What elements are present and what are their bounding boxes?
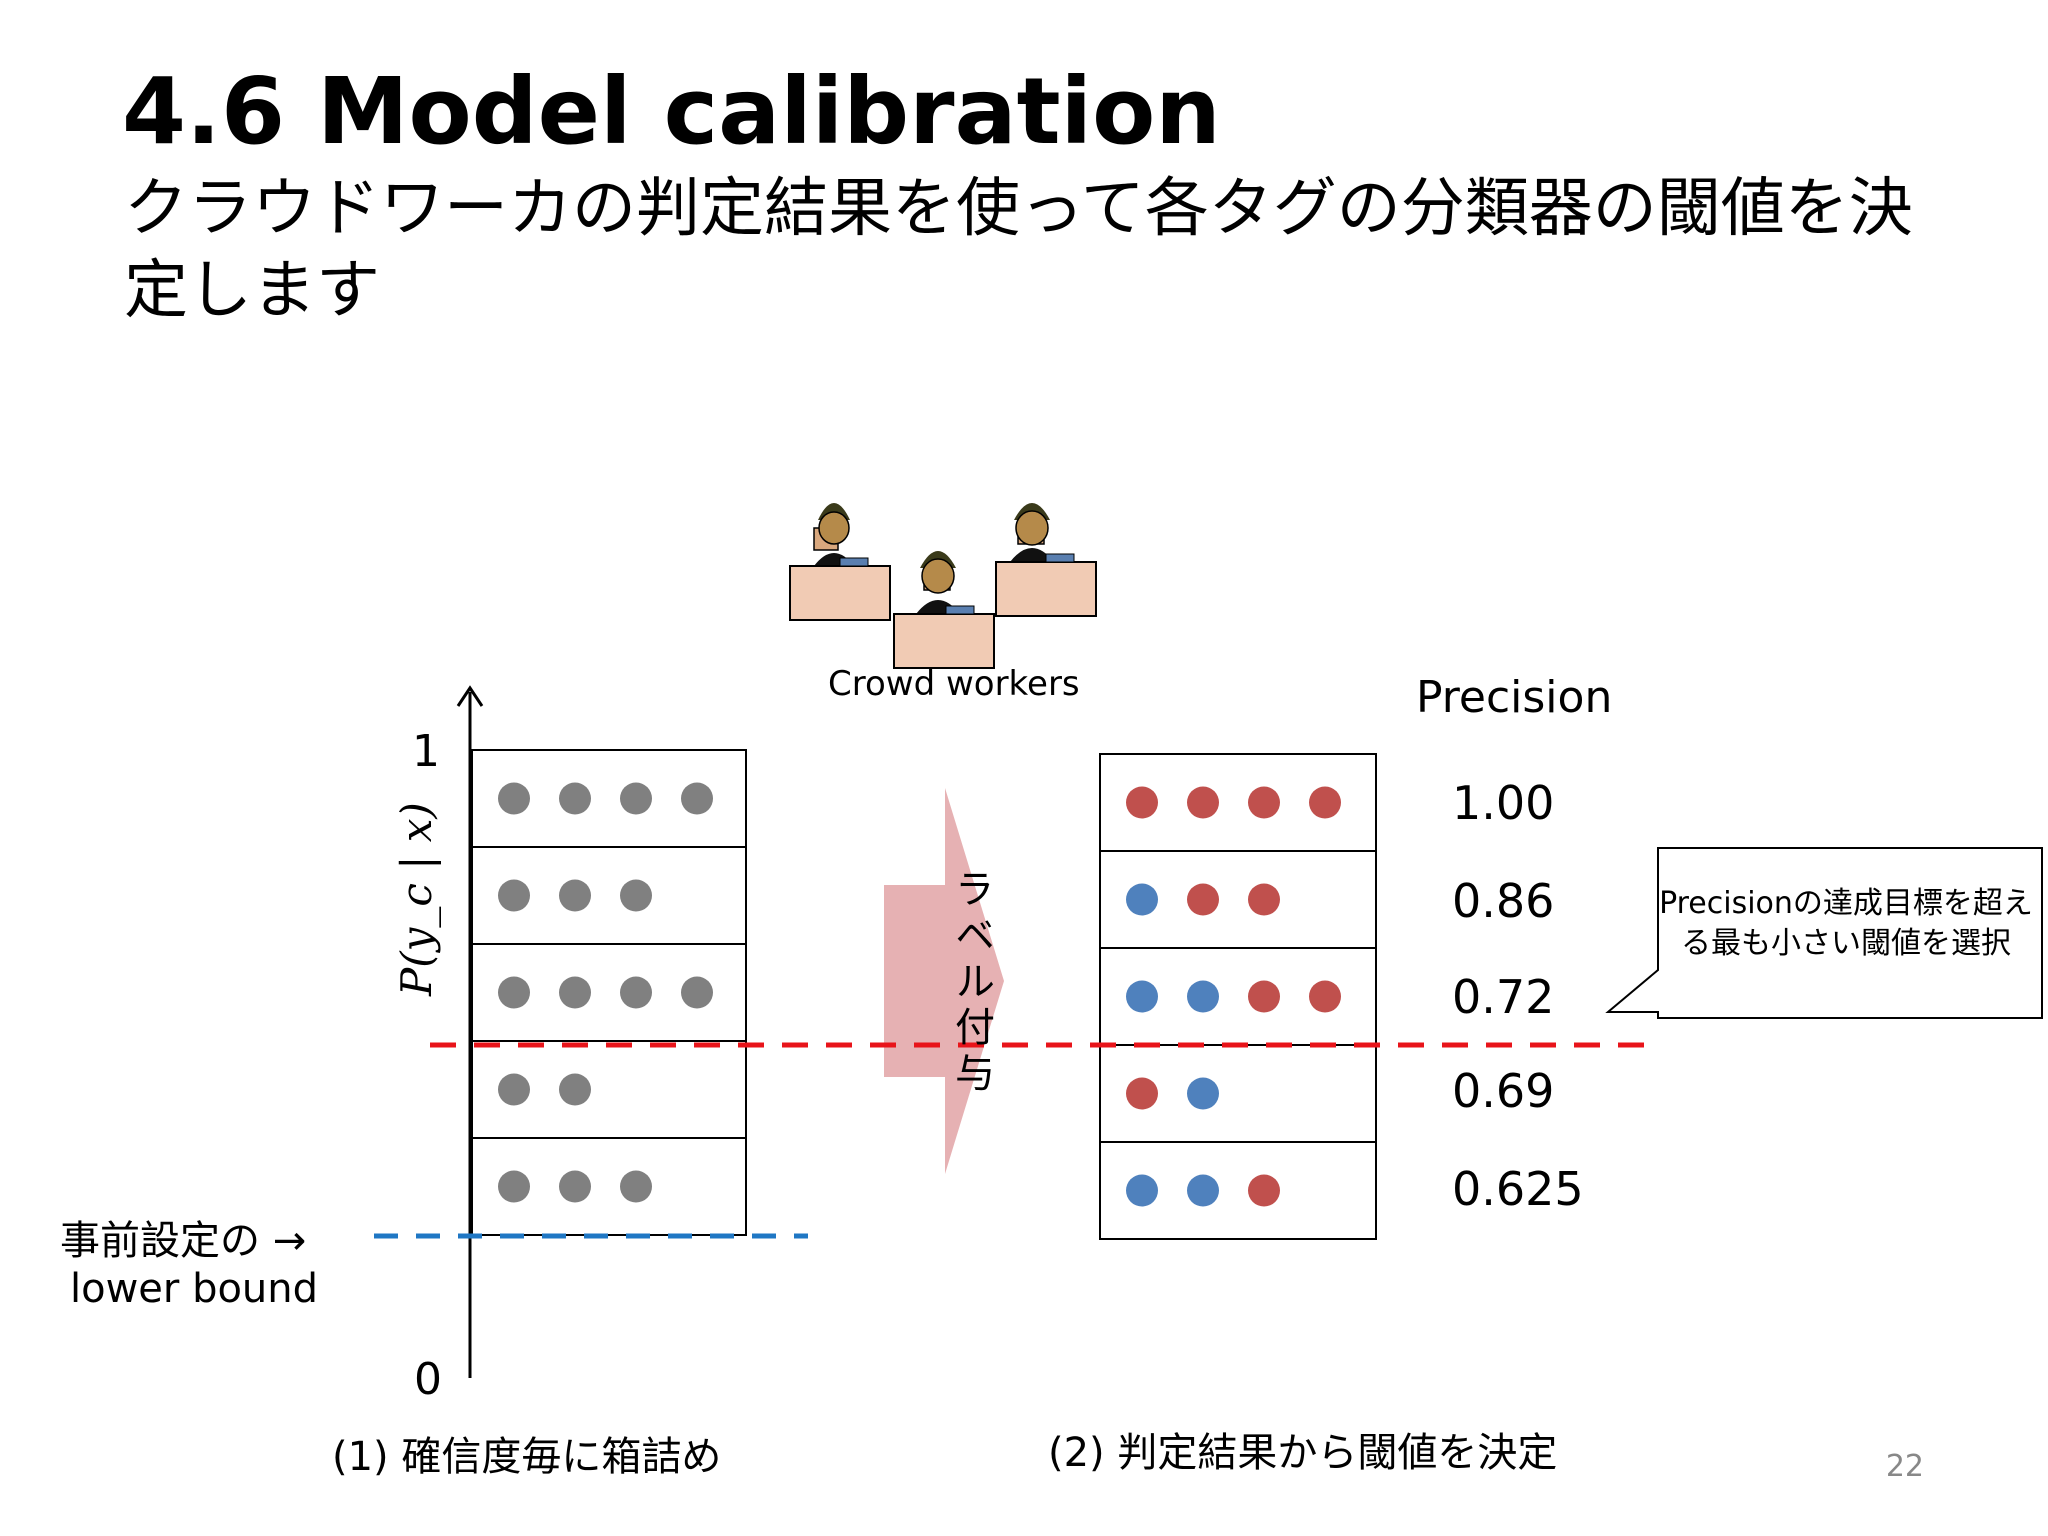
callout-box — [1605, 847, 2043, 1019]
worker-icon — [789, 503, 891, 621]
right-bin-dot-red — [1248, 1174, 1280, 1207]
precision-value: 0.86 — [1452, 874, 1555, 928]
right-bin-dot-blue — [1187, 1174, 1219, 1207]
caption-left: (1) 確信度毎に箱詰め — [332, 1434, 722, 1480]
dot-layer — [498, 782, 1341, 1207]
left-bin-dot-gray — [559, 1170, 591, 1203]
slide-subtitle: クラウドワーカの判定結果を使って各タグの分類器の閾値を決定します — [124, 172, 1913, 328]
right-bin-dot-blue — [1187, 1077, 1219, 1110]
precision-value: 1.00 — [1452, 776, 1555, 830]
right-bin-dot-blue — [1126, 980, 1158, 1013]
left-bin-dot-gray — [498, 879, 530, 912]
right-bin-dot-blue — [1126, 1174, 1158, 1207]
left-bin-dot-gray — [620, 782, 652, 815]
left-bin-dot-gray — [559, 782, 591, 815]
right-bin-dot-blue — [1126, 883, 1158, 916]
right-bin-dot-red — [1187, 786, 1219, 819]
y-axis-label: P(y_c | x) — [392, 802, 441, 996]
axis-top-label: 1 — [412, 726, 440, 777]
precision-header: Precision — [1416, 672, 1613, 723]
label-arrow — [884, 788, 1004, 1174]
right-bin-dot-blue — [1187, 980, 1219, 1013]
right-bin-dot-red — [1309, 786, 1341, 819]
worker-icon — [995, 503, 1097, 617]
right-bin-dot-red — [1248, 786, 1280, 819]
y-axis-arrowhead — [456, 685, 484, 707]
crowd-workers-label: Crowd workers — [828, 664, 1080, 704]
left-bin-dot-gray — [620, 879, 652, 912]
worker-icon — [893, 551, 995, 669]
caption-right: (2) 判定結果から閾値を決定 — [1048, 1430, 1558, 1476]
right-bin-dot-red — [1248, 980, 1280, 1013]
left-bin-dot-gray — [681, 782, 713, 815]
right-bin-dot-red — [1126, 1077, 1158, 1110]
lower-bound-label-line1: 事前設定の → — [60, 1218, 307, 1264]
slide-title: 4.6 Model calibration — [122, 58, 1221, 165]
right-bin-dot-red — [1248, 883, 1280, 916]
left-bin-dot-gray — [559, 976, 591, 1009]
right-bin-dot-red — [1309, 980, 1341, 1013]
label-arrow-text: ラベル付与 — [948, 868, 994, 1098]
left-bin-dot-gray — [498, 976, 530, 1009]
left-bin-dot-gray — [559, 1073, 591, 1106]
crowd-workers-illustration — [789, 503, 1097, 669]
left-bin-dot-gray — [681, 976, 713, 1009]
precision-value: 0.69 — [1452, 1064, 1555, 1118]
left-bin-dot-gray — [498, 782, 530, 815]
left-bin-dot-gray — [498, 1170, 530, 1203]
right-bin-dot-red — [1126, 786, 1158, 819]
callout-text: Precisionの達成目標を超える最も小さい閾値を選択 — [1659, 886, 2033, 961]
page-number: 22 — [1885, 1449, 1924, 1484]
left-bin-dot-gray — [620, 976, 652, 1009]
precision-value: 0.72 — [1452, 970, 1555, 1024]
left-bin-dot-gray — [559, 879, 591, 912]
precision-value: 0.625 — [1452, 1162, 1584, 1216]
left-bin-dot-gray — [620, 1170, 652, 1203]
axis-bottom-label: 0 — [414, 1354, 442, 1405]
lower-bound-label-line2: lower bound — [70, 1266, 319, 1312]
left-bin-dot-gray — [498, 1073, 530, 1106]
right-bin-dot-red — [1187, 883, 1219, 916]
